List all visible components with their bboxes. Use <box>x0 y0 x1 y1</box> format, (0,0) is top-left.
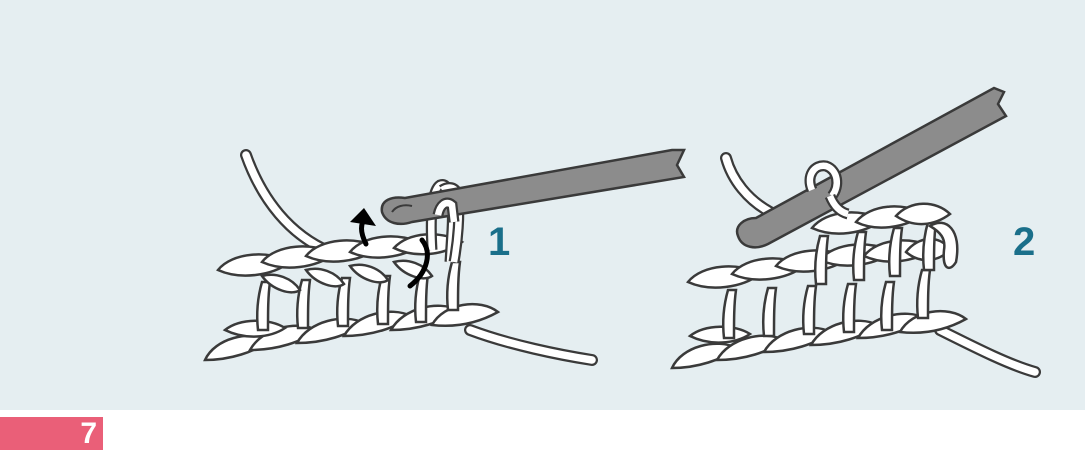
illustration-panel <box>0 0 1085 410</box>
page-number: 7 <box>80 417 97 450</box>
crochet-hook-icon <box>380 148 686 226</box>
working-yarn <box>240 149 336 258</box>
foundation-chain <box>203 302 501 362</box>
step-1-illustration <box>203 148 686 366</box>
step-2-number: 2 <box>1013 220 1036 264</box>
foundation-chain <box>670 309 969 370</box>
upper-chain-row <box>810 202 959 270</box>
yarn-over-arrow-icon <box>350 208 430 289</box>
step-2-illustration <box>670 86 1041 378</box>
crochet-diagram <box>203 86 1041 378</box>
step-1-number: 1 <box>488 220 511 264</box>
crochet-hook-icon <box>735 86 1008 249</box>
page-number-tab: 7 <box>0 417 103 450</box>
